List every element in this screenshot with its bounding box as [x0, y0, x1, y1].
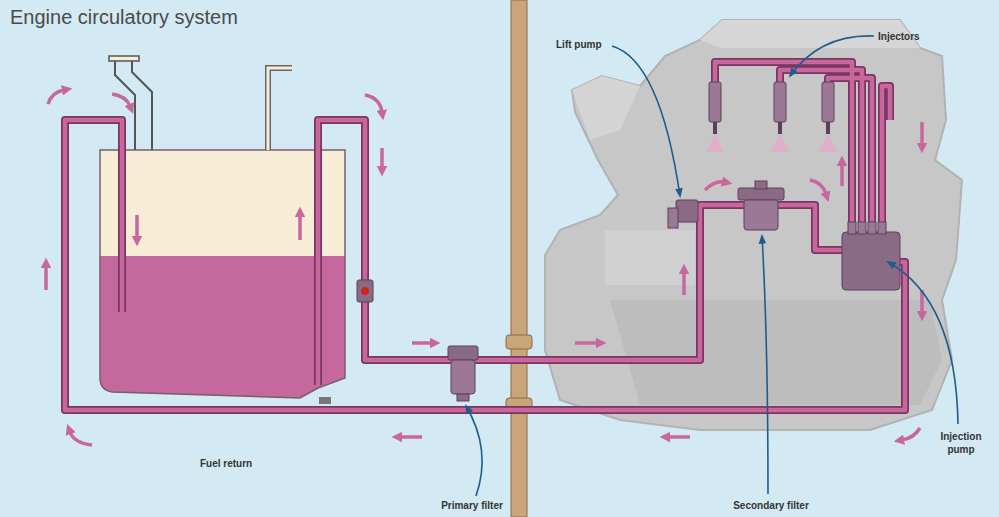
injection-pump — [842, 222, 900, 290]
fuel-pipe — [65, 120, 905, 410]
leader-line — [762, 236, 768, 494]
part-label: Fuel return — [200, 457, 252, 470]
diagram-title: Engine circulatory system — [10, 6, 238, 29]
engine-block — [545, 20, 962, 430]
fuel-pipe — [65, 120, 905, 410]
part-label: Secondary filter — [726, 499, 816, 512]
lift-pump — [668, 200, 698, 228]
flow-arrow — [840, 164, 844, 186]
flow-arrow — [705, 182, 724, 190]
fuel-pipe — [65, 62, 905, 410]
flow-arrow — [70, 432, 92, 445]
engine-block — [605, 230, 695, 285]
primary-filter — [451, 360, 475, 394]
engine-block — [700, 20, 920, 48]
lift-pump — [668, 208, 678, 228]
leader-line — [790, 36, 874, 76]
bulkhead — [506, 0, 532, 517]
flow-arrow — [400, 435, 422, 439]
injector — [713, 122, 830, 134]
fuel-pipe — [882, 86, 890, 228]
fuel-pipe — [882, 86, 890, 228]
leader-line — [466, 36, 958, 496]
flow-arrow — [810, 180, 826, 194]
shutoff-valve — [357, 280, 373, 302]
injector — [822, 82, 834, 122]
bulkhead — [506, 335, 532, 349]
injection-pump — [858, 222, 866, 234]
leader-line — [612, 46, 680, 196]
flow-arrow — [902, 428, 920, 440]
leader-line — [466, 406, 482, 496]
injection-pump — [878, 222, 886, 234]
injector — [774, 82, 786, 122]
part-label: Primary filter — [432, 499, 512, 512]
secondary-filter — [738, 181, 784, 230]
flow-arrow — [48, 90, 64, 104]
leader-line — [888, 262, 958, 424]
flow-arrow — [412, 341, 432, 345]
fuel-tank — [319, 397, 331, 404]
injection-pump — [868, 222, 876, 234]
fuel-tank — [268, 68, 292, 150]
flow-arrow — [46, 90, 922, 445]
fuel-pipe — [65, 62, 905, 410]
injection-pump — [842, 232, 900, 290]
part-label: Lift pump — [556, 38, 602, 51]
bulkhead — [511, 0, 527, 517]
flow-arrow — [298, 215, 302, 240]
primary-filter — [448, 346, 478, 401]
flow-arrow — [135, 215, 139, 238]
flow-arrow — [575, 341, 598, 345]
secondary-filter — [755, 181, 767, 189]
engine-block — [545, 20, 962, 430]
secondary-filter — [738, 188, 784, 200]
flow-arrow — [920, 122, 924, 145]
shutoff-valve — [357, 280, 373, 302]
flow-arrow — [380, 148, 384, 168]
flow-arrow — [112, 94, 130, 106]
flow-arrow — [365, 95, 382, 112]
fuel-tank — [109, 56, 139, 61]
primary-filter — [457, 394, 469, 401]
fuel-tank — [100, 150, 345, 398]
fuel-pipe — [65, 62, 905, 410]
injection-pump — [848, 222, 856, 234]
fuel-tank — [268, 68, 292, 150]
engine-block — [572, 76, 640, 140]
injector — [706, 134, 837, 152]
shutoff-valve — [361, 287, 369, 295]
injector — [706, 82, 837, 152]
injector — [709, 82, 721, 122]
secondary-filter — [744, 200, 778, 230]
flow-arrow — [668, 435, 690, 439]
fuel-pipe — [828, 78, 872, 228]
engine-block — [610, 300, 942, 405]
part-label: Injection pump — [930, 430, 992, 456]
flow-arrow — [44, 266, 48, 290]
part-label: Injectors — [878, 30, 920, 43]
lift-pump — [676, 200, 698, 222]
primary-filter — [448, 346, 478, 360]
flow-arrow — [682, 272, 686, 295]
